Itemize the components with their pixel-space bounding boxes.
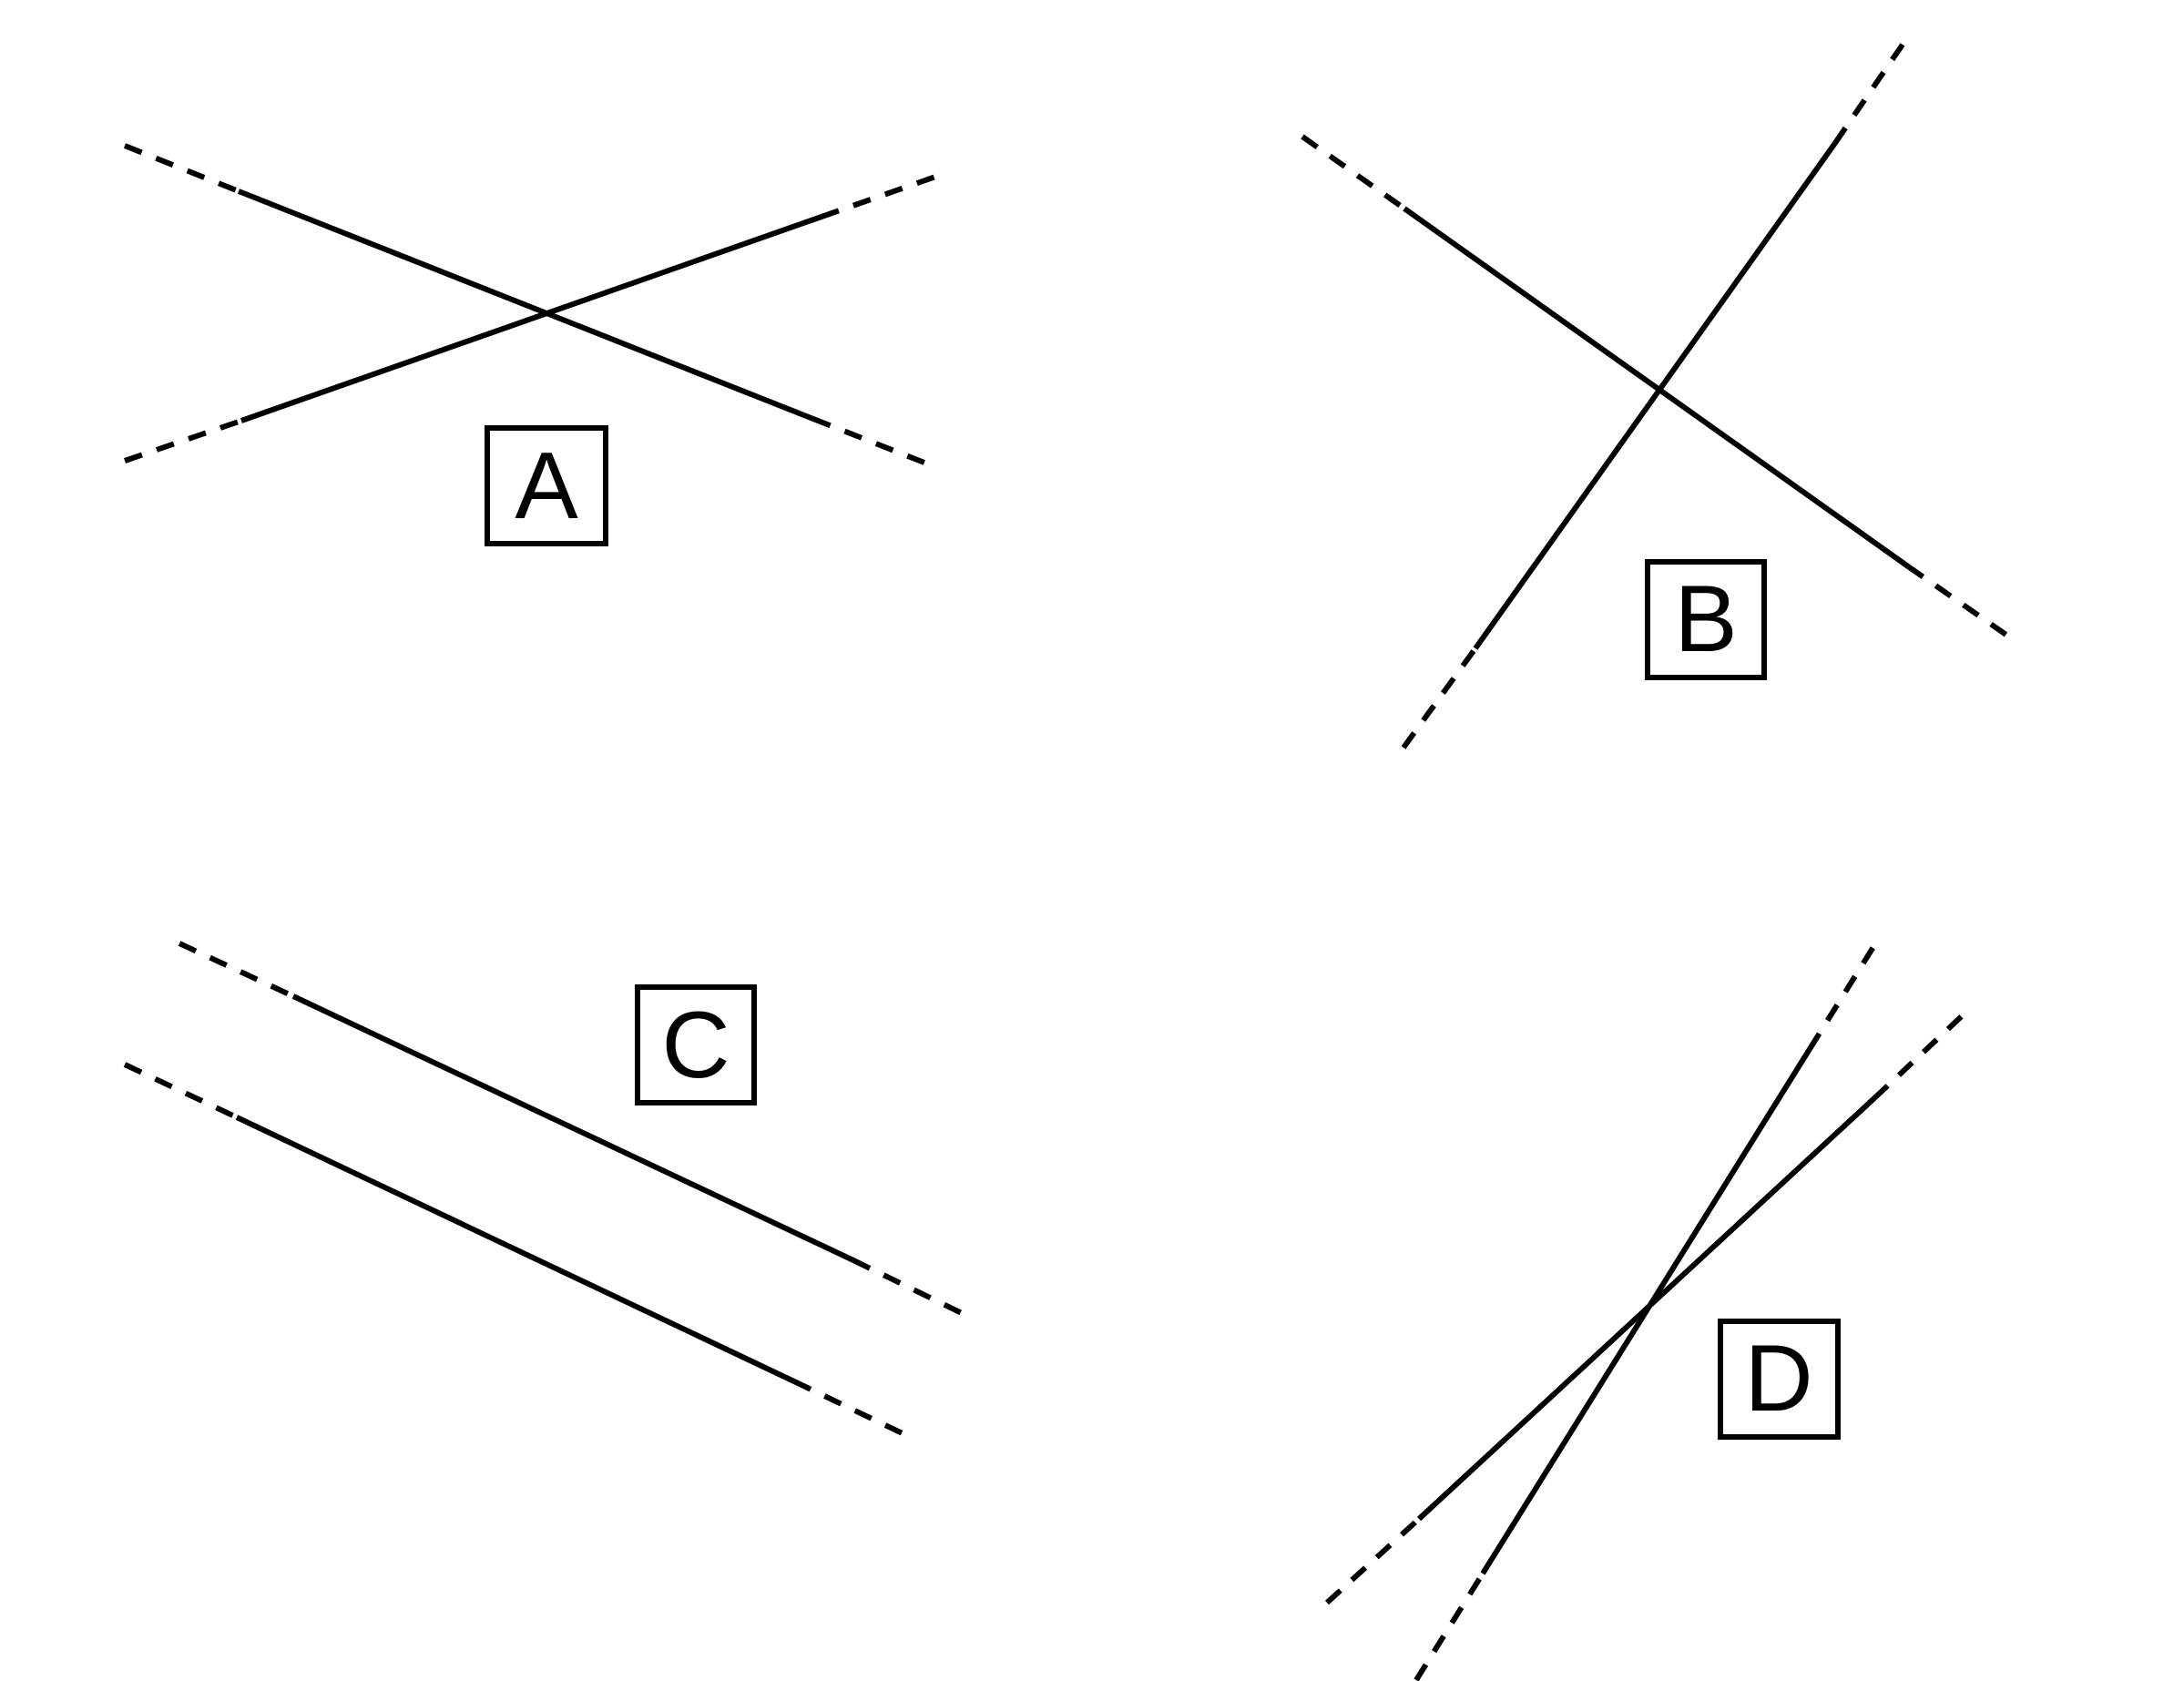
- figure-b-label-text: B: [1674, 566, 1737, 672]
- figure-d: D: [1324, 941, 1967, 1681]
- figure-d-label-text: D: [1744, 1326, 1812, 1431]
- figure-a-label-text: A: [515, 433, 578, 539]
- figure-c-label: C: [635, 984, 757, 1105]
- figure-a: A: [123, 143, 942, 546]
- figure-b-label: B: [1645, 559, 1767, 680]
- figure-c: C: [123, 941, 967, 1439]
- figure-a-line-1: [123, 143, 931, 467]
- figure-b: B: [1301, 37, 2012, 749]
- figure-a-line-2: [124, 172, 942, 464]
- figure-a-label: A: [485, 425, 608, 546]
- figure-b-line-2: [1401, 37, 1909, 749]
- figure-d-line-2: [1324, 1011, 1967, 1605]
- figure-c-line-1: [178, 941, 967, 1318]
- figure-c-line-2: [123, 1062, 910, 1439]
- figure-d-label: D: [1718, 1319, 1841, 1440]
- figure-c-label-text: C: [661, 993, 730, 1098]
- figure-b-line-1: [1301, 134, 2012, 640]
